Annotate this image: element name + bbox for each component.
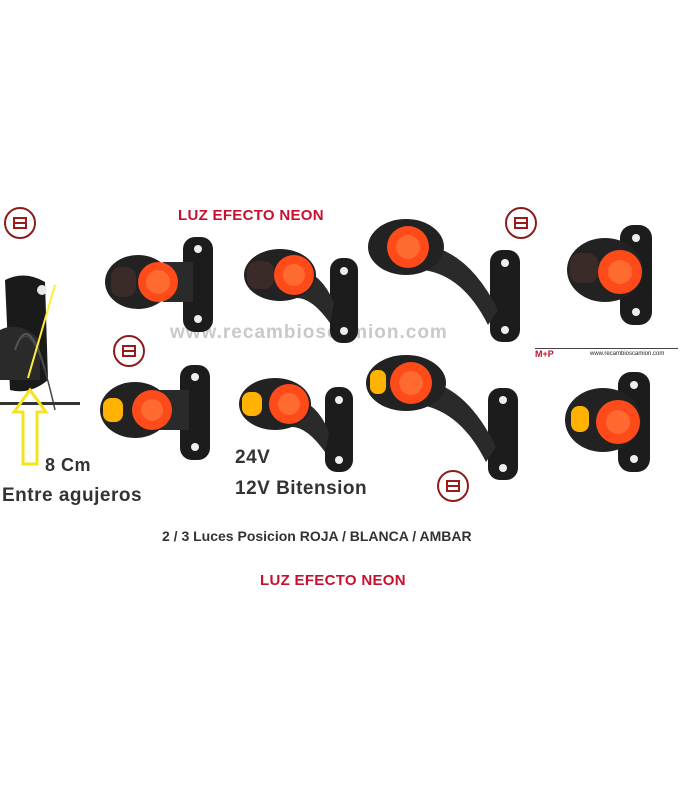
lamp-angled-red (244, 249, 358, 343)
voltage-24v: 24V (235, 447, 271, 468)
measurement-label: Entre agujeros (2, 485, 143, 506)
brand-logo-icon (505, 207, 537, 239)
lamp-compact-amber (565, 372, 650, 472)
strip-brand: M+P (535, 349, 554, 359)
top-title: LUZ EFECTO NEON (178, 207, 324, 224)
voltage-bitension: 12V Bitension (235, 478, 368, 499)
lamp-long-amber (366, 355, 518, 480)
lamp-short-red (105, 237, 213, 332)
brand-logo-icon (437, 470, 469, 502)
lamp-angled-amber (239, 378, 353, 472)
lamp-short-amber (100, 365, 210, 460)
brand-strip: M+P www.recambioscamion.com (535, 348, 678, 361)
lamp-long-red (368, 219, 520, 342)
strip-url: www.recambioscamion.com (590, 351, 665, 357)
arrow-up-icon (11, 387, 49, 466)
brand-logo-icon (113, 335, 145, 367)
brand-logo-icon (4, 207, 36, 239)
bottom-title: LUZ EFECTO NEON (260, 572, 406, 589)
lamp-compact-red (567, 225, 652, 325)
measurement-distance: 8 Cm (45, 455, 92, 475)
watermark-text: www.recambioscamion.com (170, 322, 448, 343)
product-caption: 2 / 3 Luces Posicion ROJA / BLANCA / AMB… (162, 528, 472, 544)
mounting-photo (0, 270, 80, 420)
